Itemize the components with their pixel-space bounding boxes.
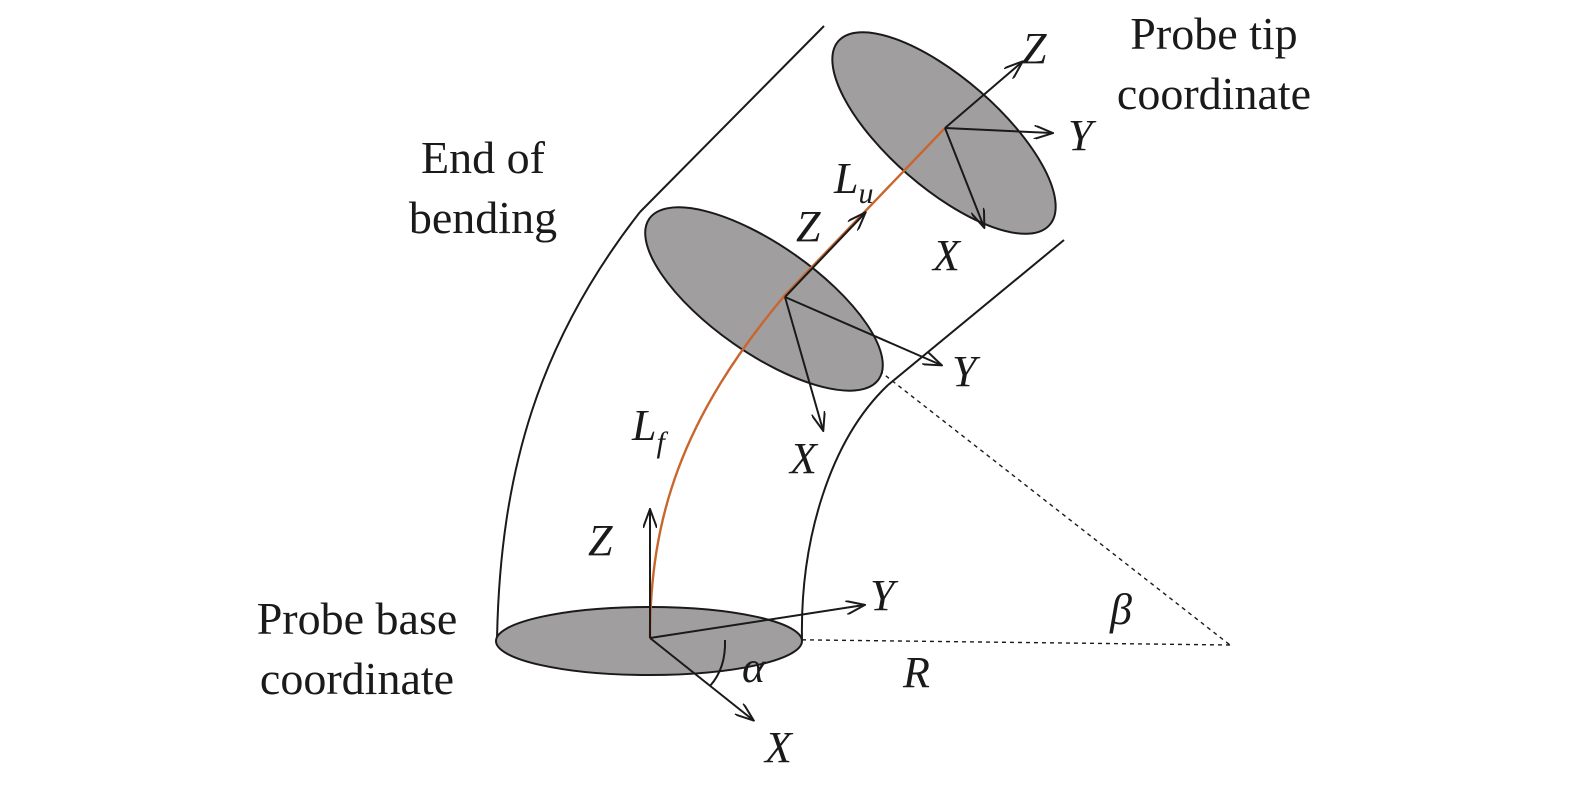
Lf-main: L — [631, 401, 656, 450]
Lu-symbol: Lu — [833, 154, 873, 210]
bend-z-arrow — [784, 213, 865, 298]
probe-centerline — [648, 127, 946, 639]
radius-R-symbol: R — [902, 648, 930, 697]
tip-z-label: Z — [1022, 24, 1047, 73]
alpha-symbol: α — [742, 643, 766, 692]
bend-end-dashed-line — [784, 296, 1231, 646]
Lu-subscript: u — [858, 177, 873, 210]
base-coordinate-frame — [650, 510, 864, 720]
bend-y-label: Y — [952, 347, 981, 396]
probe-tip-label-line1: Probe tip — [1130, 8, 1297, 59]
tube-upper-right-edge — [887, 239, 1065, 386]
probe-base-label-line1: Probe base — [257, 593, 458, 644]
tube-upper-left-edge — [639, 25, 825, 213]
end-of-bending-label-line1: End of — [421, 132, 546, 183]
tip-y-arrow — [944, 128, 1052, 133]
tip-z-arrow — [944, 62, 1022, 129]
alpha-angle-arc — [709, 639, 727, 687]
tip-coordinate-frame — [944, 62, 1052, 227]
beta-symbol: β — [1109, 585, 1132, 634]
end-of-bending-label-line2: bending — [409, 192, 557, 243]
base-z-label: Z — [588, 516, 613, 565]
Lu-main: L — [833, 154, 858, 203]
base-y-label: Y — [870, 571, 899, 620]
tip-x-arrow — [944, 127, 984, 227]
base-y-arrow — [649, 605, 864, 639]
bend-coordinate-frame — [784, 213, 941, 430]
probe-base-label-line2: coordinate — [260, 653, 454, 704]
bend-y-arrow — [784, 296, 941, 365]
tip-x-label: X — [931, 231, 962, 280]
bend-z-label: Z — [796, 202, 821, 251]
base-x-label: X — [763, 723, 794, 772]
bend-end-disc — [644, 206, 884, 392]
tip-y-label: Y — [1068, 111, 1097, 160]
bend-x-arrow — [784, 296, 823, 430]
bend-x-label: X — [788, 434, 819, 483]
probe-tip-label-line2: coordinate — [1117, 68, 1311, 119]
Lf-symbol: Lf — [631, 401, 668, 459]
tube-left-bend-edge — [496, 211, 641, 641]
probe-tip-disc — [831, 31, 1057, 235]
base-x-arrow — [649, 637, 753, 720]
tube-outline — [496, 25, 1065, 641]
Lf-subscript: f — [656, 426, 668, 459]
construction-lines — [649, 296, 1231, 646]
tube-right-bend-edge — [800, 384, 889, 641]
